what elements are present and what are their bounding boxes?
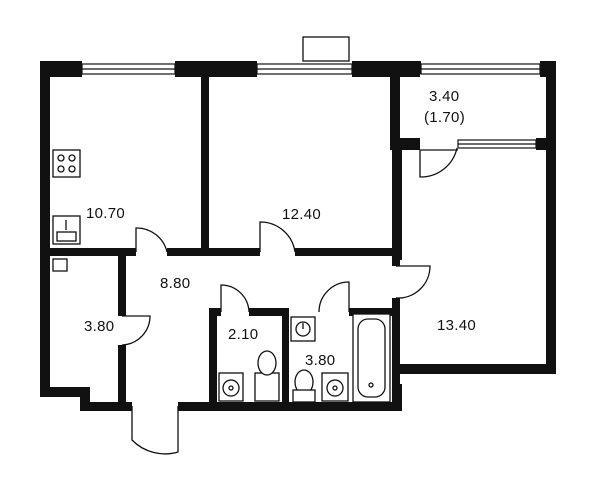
area-label-storage: 3.80 <box>84 318 114 335</box>
interior-walls <box>50 77 556 403</box>
bathtub-icon <box>352 313 391 403</box>
area-label-kitchen: 10.70 <box>86 205 125 222</box>
area-label-balcony: 3.40 <box>429 88 459 105</box>
doors <box>121 147 458 455</box>
area-label-bathroom: 3.80 <box>305 352 335 369</box>
outer-walls <box>40 61 556 411</box>
toilet-bath-icon <box>292 369 316 403</box>
water-heater-icon <box>52 258 68 272</box>
stove-icon <box>52 149 81 178</box>
area-label-room-1: 12.40 <box>282 206 321 223</box>
sink-bath-icon <box>321 372 349 402</box>
ventilation-block <box>302 36 350 62</box>
sink-wc-icon <box>218 372 244 402</box>
kitchen-sink-icon <box>52 215 81 245</box>
area-label-room-2: 13.40 <box>437 317 476 334</box>
windows <box>81 63 541 75</box>
toilet-wc-icon <box>254 350 280 402</box>
area-label-wc: 2.10 <box>228 326 258 343</box>
washing-machine-icon <box>290 316 316 342</box>
area-label-hall: 8.80 <box>160 275 190 292</box>
area-label-balcony-secondary: (1.70) <box>424 109 465 126</box>
